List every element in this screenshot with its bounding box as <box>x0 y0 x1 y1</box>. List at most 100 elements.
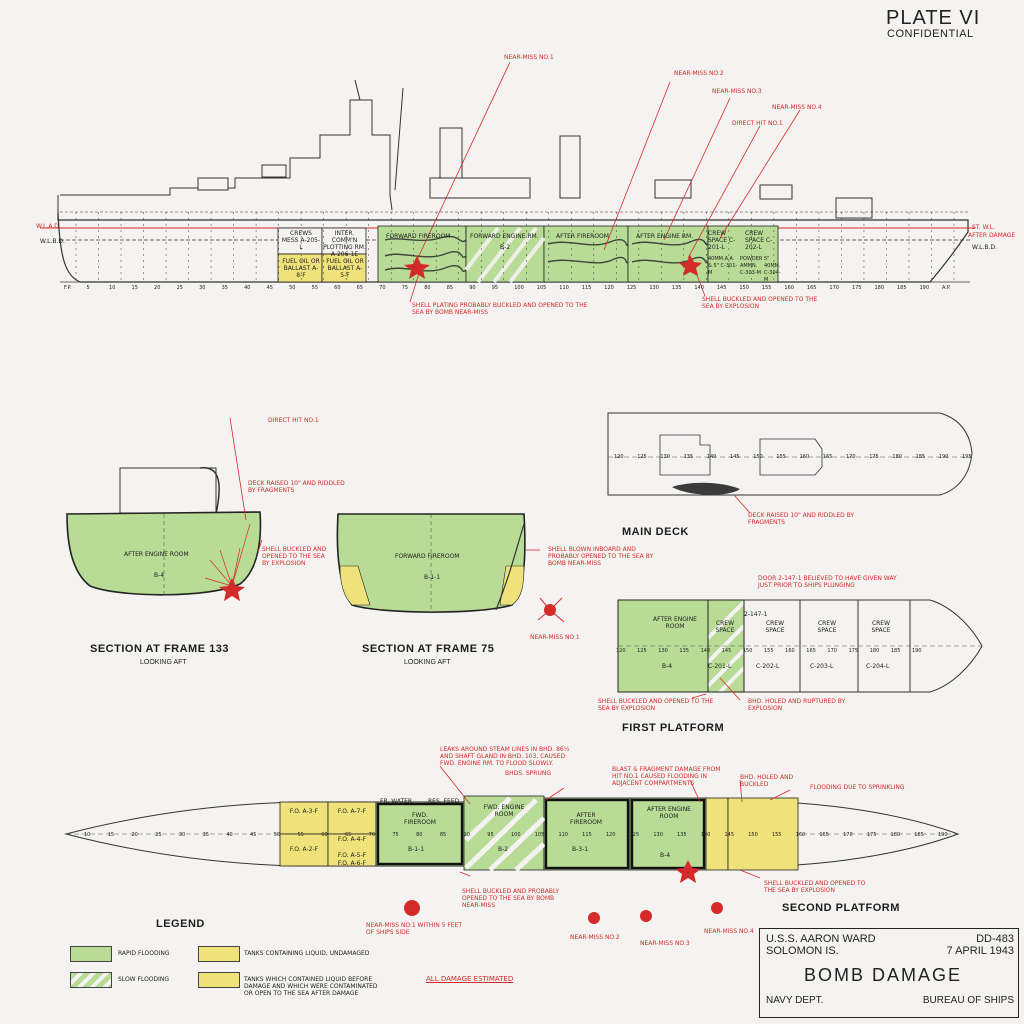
profile-frame-39: A.P. <box>942 285 951 291</box>
second-platform-frame-22: 120 <box>605 832 616 838</box>
legend-title: LEGEND <box>156 918 205 930</box>
profile-frame-6: 30 <box>199 285 206 291</box>
second-platform-frame-21: 115 <box>582 832 592 838</box>
profile-frame-9: 45 <box>266 285 273 291</box>
second-platform-frame-35: 185 <box>914 832 924 838</box>
profile-frame-1: 5 <box>86 285 90 291</box>
first-platform-note-top: DOOR 2-147-1 BELIEVED TO HAVE GIVEN WAY … <box>758 575 897 589</box>
fp-room-0-code: B-4 <box>662 663 673 670</box>
sp-note-shell-exp: SHELL BUCKLED AND OPENED TO THE SEA BY E… <box>764 880 866 894</box>
main-deck-frame-9: 165 <box>822 454 833 460</box>
section133-title: SECTION AT FRAME 133 <box>90 643 229 655</box>
profile-frame-31: 155 <box>761 285 772 291</box>
second-platform-frame-11: 65 <box>344 832 352 838</box>
main-deck-frame-8: 160 <box>799 454 810 460</box>
profile-frame-11: 55 <box>311 285 319 291</box>
profile-frame-29: 145 <box>716 285 727 291</box>
second-platform-frame-26: 140 <box>700 832 711 838</box>
second-platform-frame-33: 175 <box>866 832 877 838</box>
hit-label-nm3: NEAR-MISS NO.3 <box>712 88 762 95</box>
first-platform-door: 2-147-1 <box>744 611 768 618</box>
section133-note-shell: SHELL BUCKLED AND OPENED TO THE SEA BY E… <box>262 546 327 567</box>
sp-room-3-name: AFTER ENGINE ROOM <box>647 806 691 820</box>
comp-after-fireroom: AFTER FIREROOM <box>556 233 609 240</box>
second-platform-frame-29: 155 <box>771 832 782 838</box>
second-platform-frame-5: 35 <box>202 832 209 838</box>
section75-note: SHELL BLOWN INBOARD AND PROBABLY OPENED … <box>548 546 654 567</box>
second-platform-frame-28: 150 <box>748 832 758 838</box>
fp-room-3-code: C-203-L <box>810 663 834 670</box>
fp-room-4-name: CREW SPACE <box>871 620 891 634</box>
sp-nearmiss-2: NEAR-MISS NO.2 <box>570 934 620 941</box>
second-platform-frame-27: 145 <box>724 832 735 838</box>
comp-fwd-fireroom: FORWARD FIREROOM <box>386 233 451 240</box>
sp-fr-water: FR. WATER <box>380 798 413 805</box>
section75-code: B-1-1 <box>424 574 441 581</box>
main-deck-frame-12: 180 <box>892 454 902 460</box>
main-deck-frame-13: 185 <box>915 454 926 460</box>
profile-frame-27: 135 <box>671 285 682 291</box>
comp-crew-202: CREW SPACE C-202-L <box>745 230 773 251</box>
profile-frame-12: 60 <box>334 285 341 291</box>
first-platform-frame-1: 125 <box>637 648 647 654</box>
sp-note-bhds: BHDS. SPRUNG <box>505 770 551 777</box>
profile-frame-17: 85 <box>446 285 454 291</box>
first-platform-frame-11: 175 <box>848 648 859 654</box>
main-deck-frame-15: 195 <box>962 454 972 460</box>
first-platform-frame-14: 190 <box>912 648 922 654</box>
first-platform-frame-6: 150 <box>742 648 753 654</box>
first-platform-title: FIRST PLATFORM <box>622 722 725 734</box>
second-platform-frame-15: 85 <box>439 832 447 838</box>
section75-room: FORWARD FIREROOM <box>395 553 460 560</box>
first-platform-view <box>617 599 983 701</box>
hit-label-dh1: DIRECT HIT NO.1 <box>732 120 783 127</box>
stwl-label: ST. W.L. <box>972 224 995 231</box>
all-damage-estimated: ALL DAMAGE ESTIMATED <box>426 975 514 983</box>
profile-frame-36: 180 <box>874 285 884 291</box>
sp-note-leaks: LEAKS AROUND STEAM LINES IN BHD. 86½ AND… <box>440 746 570 767</box>
profile-frame-7: 35 <box>221 285 228 291</box>
second-platform-frame-1: 15 <box>107 832 115 838</box>
profile-frame-3: 15 <box>131 285 138 291</box>
second-platform-title: SECOND PLATFORM <box>782 902 900 914</box>
sp-tank-a4: F.O. A-4-F <box>337 836 367 843</box>
main-deck-frame-1: 125 <box>637 454 647 460</box>
first-platform-frame-12: 180 <box>869 648 880 654</box>
profile-frame-2: 10 <box>109 285 116 291</box>
sp-room-3-code: B-4 <box>660 852 671 859</box>
main-deck-title: MAIN DECK <box>622 526 689 538</box>
legend-swatch-tanks <box>198 946 240 962</box>
second-platform-frame-16: 90 <box>463 832 470 838</box>
wlbd-right-label: W.L.B.D. <box>972 244 997 251</box>
profile-frame-21: 105 <box>536 285 547 291</box>
section133-code: B-4 <box>154 572 165 579</box>
first-platform-frame-5: 145 <box>721 648 732 654</box>
hit-label-nm2: NEAR-MISS NO.2 <box>674 70 724 77</box>
second-platform-frame-19: 105 <box>534 832 545 838</box>
sp-room-0-name: FWD. FIREROOM <box>404 812 436 826</box>
fp-room-4-code: C-204-L <box>866 663 890 670</box>
sp-res-feed: RES. FEED <box>428 798 460 805</box>
profile-frame-24: 120 <box>604 285 614 291</box>
legend-label-contaminated: TANKS WHICH CONTAINED LIQUID BEFORE DAMA… <box>244 976 378 997</box>
first-platform-frame-3: 135 <box>679 648 689 654</box>
second-platform-frame-30: 160 <box>795 832 806 838</box>
first-platform-frame-4: 140 <box>700 648 711 654</box>
main-deck-frame-10: 170 <box>846 454 856 460</box>
hit-label-nm4: NEAR-MISS NO.4 <box>772 104 822 111</box>
main-deck-frame-5: 145 <box>730 454 740 460</box>
profile-frame-30: 150 <box>739 285 749 291</box>
main-deck-frame-6: 150 <box>753 454 763 460</box>
comp-crews-mess: CREWS MESS A-205-L <box>281 230 321 251</box>
sp-room-2-name: AFTER FIREROOM <box>570 812 602 826</box>
second-platform-frame-36: 190 <box>938 832 948 838</box>
profile-frame-20: 100 <box>514 285 524 291</box>
profile-frame-15: 75 <box>401 285 409 291</box>
profile-note-nearmiss: SHELL PLATING PROBABLY BUCKLED AND OPENE… <box>412 302 588 316</box>
profile-frame-14: 70 <box>379 285 386 291</box>
profile-frame-22: 110 <box>559 285 569 291</box>
first-platform-frame-13: 185 <box>890 648 901 654</box>
title-block: U.S.S. AARON WARD SOLOMON IS. DD-483 7 A… <box>759 928 1019 1018</box>
sp-nearmiss-3: NEAR-MISS NO.3 <box>640 940 690 947</box>
section75-title: SECTION AT FRAME 75 <box>362 643 495 655</box>
